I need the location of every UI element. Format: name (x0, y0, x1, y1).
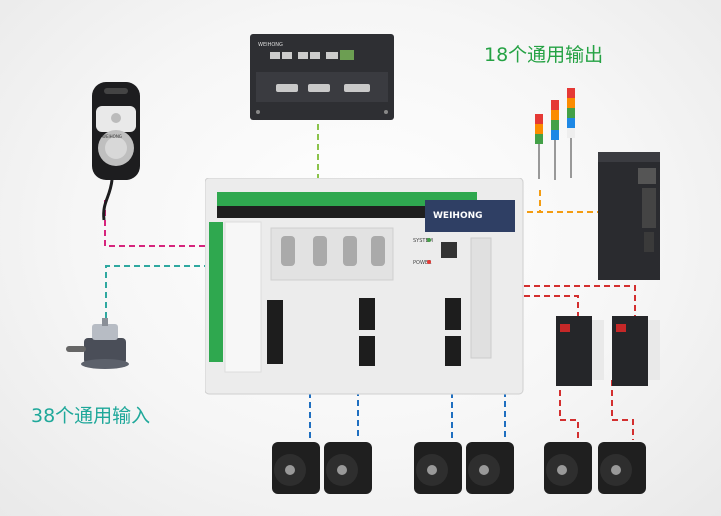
controller-board: WEIHONG SYSTEM POWER (205, 178, 524, 395)
servo-drive-icon (556, 316, 660, 386)
handwheel-brand: WEIHONG (102, 134, 122, 139)
controller-brand: WEIHONG (433, 211, 483, 221)
io-terminal-box: WEIHONG (250, 34, 394, 120)
outputs-label: 18个通用输出 (484, 44, 604, 66)
servo-motor-icon (272, 442, 646, 494)
drive-motor-2 (611, 380, 634, 440)
inputs-label: 38个通用输入 (31, 405, 151, 427)
power-led-label: POWER (413, 260, 432, 266)
spindle-drive-icon (598, 152, 660, 280)
terminal-brand: WEIHONG (258, 42, 283, 48)
drive-motor-1 (559, 380, 579, 440)
tool-probe-icon (66, 318, 129, 369)
signal-tower-icon (535, 88, 575, 180)
system-led-label: SYSTEM (413, 238, 433, 244)
handwheel-icon: WEIHONG (92, 82, 140, 221)
probe-wire (105, 265, 212, 318)
drive-wire-1 (447, 262, 579, 318)
handwheel-wire (104, 200, 291, 262)
